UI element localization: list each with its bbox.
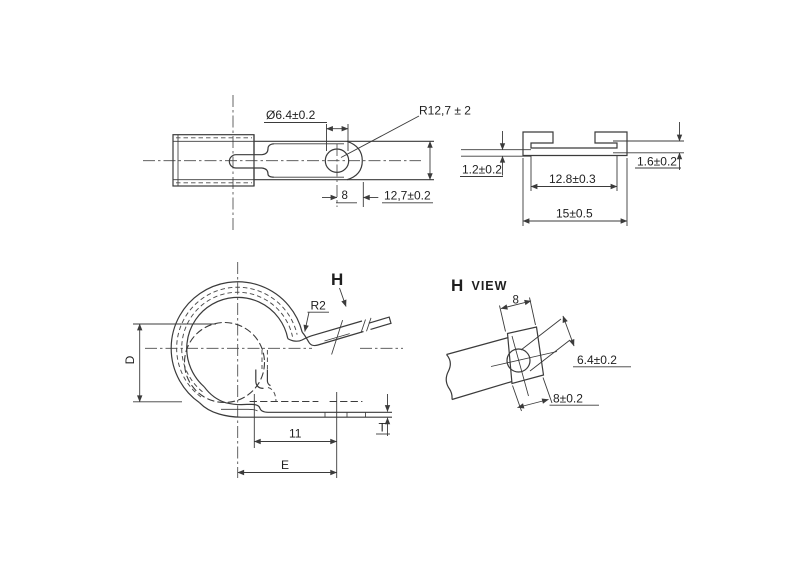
view-cross-section: 12.8±0.3 15±0.5 1.2±0.2 1.6±0.2: [460, 122, 684, 226]
slot-edges: [236, 154, 262, 169]
rubber-inner-arc-hidden: [181, 291, 293, 393]
view-arrow-line: [339, 287, 347, 307]
dim-line-hview-hole-dia: [562, 315, 575, 347]
flag-upper-edge: [287, 320, 363, 342]
strap-hem-lines: [274, 143, 344, 178]
dim-label-strap-width: 12,7±0.2: [384, 189, 431, 203]
dim-line-flag-width: [500, 299, 532, 310]
view-arrow-label: H: [331, 270, 343, 289]
section-profile-outline: [522, 131, 628, 157]
dim-label-hview-hole-diameter: 6.4±0.2: [577, 353, 617, 367]
band-top-flat-with-step: [203, 386, 392, 413]
dim-line-flag-span: [517, 398, 549, 409]
band-outer-arc: [170, 281, 303, 404]
channel-block-outline: [172, 134, 255, 187]
dim-label-base-thickness: 1.2±0.2: [462, 163, 502, 177]
dim-label-inner-width: 12.8±0.3: [549, 172, 596, 186]
h-view-title-letter: H: [451, 276, 463, 295]
clamp-bore-circle: [183, 321, 266, 404]
strap-end-radius-arc: [346, 140, 363, 181]
flag-break-marks: [360, 317, 372, 333]
leader-bend-radius: [303, 312, 310, 332]
hview-hole: [506, 348, 531, 373]
h-view-title-word: VIEW: [472, 279, 508, 293]
band-bottom-flat: [199, 402, 392, 418]
view-strap-top: 12,7±0.2 8 Ø6.4±0.2 R12,7 ± 2: [143, 95, 471, 233]
hview-flag-outline: [506, 326, 545, 385]
channel-block-hidden-hems: [176, 137, 252, 184]
dim-label-bend-radius: R2: [311, 299, 327, 313]
view-clamp-profile: H R2 D 11 E T: [123, 262, 403, 478]
dim-label-step-to-hole: 11: [289, 427, 302, 441]
slot-fillets: [261, 143, 275, 178]
ext-lines-clamp-diameter: [133, 323, 216, 403]
dim-label-edge-thickness: 1.6±0.2: [637, 155, 677, 169]
band-layer-line: [221, 408, 258, 412]
dim-label-band-thickness: T: [379, 421, 387, 435]
rubber-end-curve-hidden: [267, 387, 277, 402]
channel-block-inner-edges: [173, 140, 254, 181]
upper-leg-hidden-edges: [261, 350, 268, 369]
hview-break-line: [445, 354, 453, 400]
rubber-outer-arc-hidden: [176, 286, 298, 398]
flag-lower-edge: [301, 330, 364, 347]
ext-lines-hview-hole-dia: [520, 318, 571, 372]
hview-hole-centerlines: [490, 335, 558, 397]
ext-lines-flag-span: [512, 377, 553, 412]
flag-tip: [368, 316, 392, 330]
flag-hole-centerline-cross: [324, 319, 350, 355]
dim-label-end-radius: R12,7 ± 2: [419, 104, 471, 118]
dim-label-hole-to-end: 8: [342, 190, 348, 202]
upper-leg-end-cap: [255, 369, 271, 389]
dim-label-center-to-hole: E: [281, 458, 289, 472]
ext-lines-base-thickness: [461, 149, 531, 157]
hview-strap-upper-edge: [446, 336, 509, 356]
ext-lines-overall-width: [522, 158, 628, 226]
hview-strap-lower-edge: [451, 380, 513, 401]
tail-hidden-ticks: [324, 412, 366, 418]
leader-end-radius: [340, 115, 420, 158]
dim-label-flag-span: 8±0.2: [553, 392, 583, 406]
dim-label-hole-diameter: Ø6.4±0.2: [266, 108, 316, 122]
strap-edges: [254, 140, 434, 181]
ext-lines-edge-thickness: [613, 140, 684, 154]
slot-round-end: [228, 154, 237, 169]
dim-label-flag-width: 8: [513, 295, 519, 307]
band-inner-arc: [186, 296, 289, 388]
dim-label-overall-width: 15±0.5: [556, 207, 593, 221]
view-h-detail: H VIEW 8 6.4±0.2 8±0.2: [445, 276, 631, 412]
dim-label-clamp-diameter: D: [123, 355, 137, 364]
